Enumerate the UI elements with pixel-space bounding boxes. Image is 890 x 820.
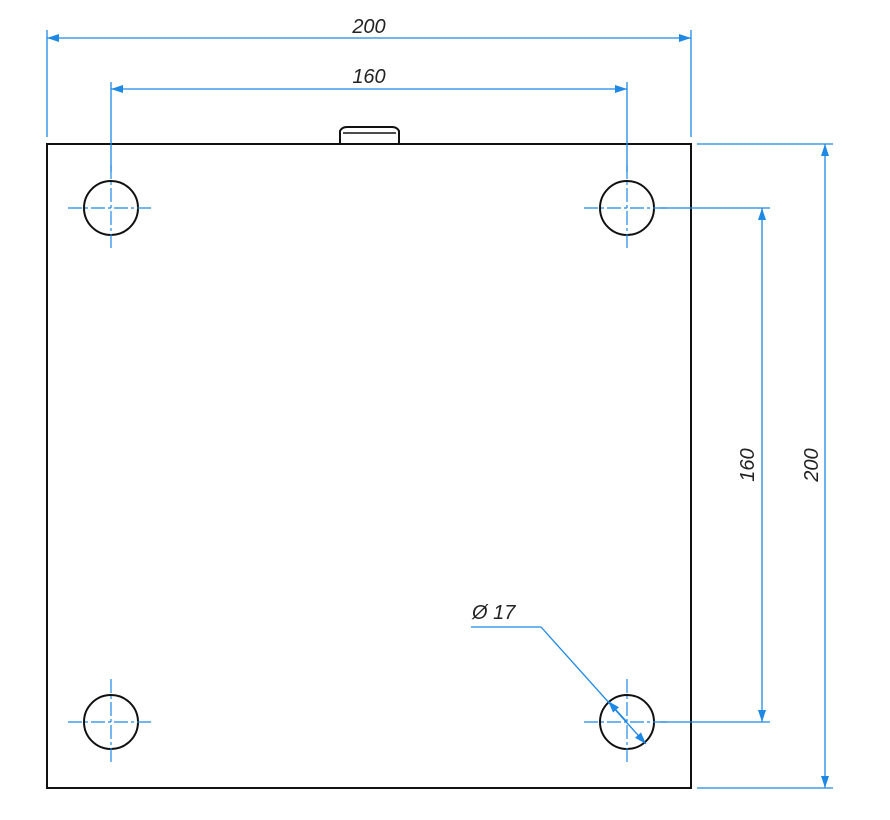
hole-top-left [68, 165, 154, 251]
hole-bottom-left [68, 679, 154, 765]
top-tab [339, 126, 400, 144]
dimension-hole-diameter: Ø 17 [471, 602, 647, 745]
dimension-overall-height: 200 [697, 143, 833, 789]
dimension-overall-width: 200 [46, 16, 692, 137]
plate-outline [46, 143, 692, 789]
dimension-label-hole-spacing-vertical: 160 [737, 448, 759, 481]
dimension-hole-spacing-horizontal: 160 [110, 66, 628, 172]
dimension-label-hole-spacing-horizontal: 160 [352, 66, 385, 88]
dimension-label-overall-height: 200 [801, 448, 823, 482]
dimension-hole-spacing-vertical: 160 [660, 207, 770, 723]
hole-top-right [584, 165, 670, 251]
dimension-label-hole-diameter: Ø 17 [471, 602, 516, 624]
dimension-label-overall-width: 200 [351, 16, 385, 38]
